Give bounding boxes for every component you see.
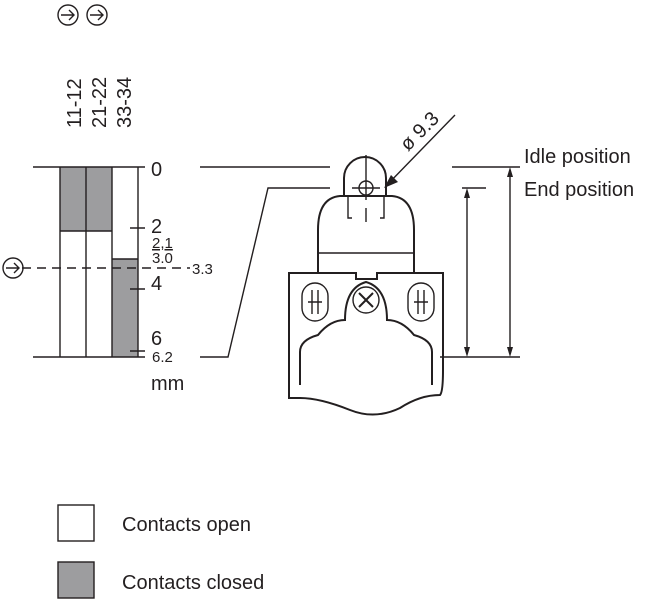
- idle-position-label: Idle position: [524, 146, 631, 168]
- mark-6-2: 6.2: [152, 349, 173, 366]
- bar-33-34-closed: [112, 259, 138, 357]
- contact-label: 11-12: [64, 78, 86, 128]
- contact-bars: [59, 167, 139, 357]
- legend-open-swatch: [57, 504, 95, 542]
- legend-closed-label: Contacts closed: [122, 572, 264, 594]
- legend-open-label: Contacts open: [122, 514, 251, 536]
- roller-diameter-label: ø 9.3: [396, 108, 444, 156]
- end-position-label: End position: [524, 179, 634, 201]
- forced-opening-icon: [86, 4, 108, 26]
- limit-switch-drawing: [288, 155, 444, 416]
- forced-opening-icon: [2, 257, 24, 279]
- unit-label: mm: [151, 373, 184, 395]
- tick-0: 0: [151, 159, 162, 181]
- end-line: [200, 187, 486, 358]
- contact-label: 21-22: [89, 77, 111, 128]
- mark-2-1: 2,1: [152, 235, 173, 252]
- tick-4: 4: [151, 273, 162, 295]
- scale-lines: [33, 166, 145, 358]
- mark-3-3: 3.3: [192, 261, 213, 278]
- bar-11-12-closed: [60, 167, 86, 231]
- tick-6: 6: [151, 328, 162, 350]
- contact-label: 33-34: [114, 77, 136, 128]
- mark-3-0: 3.0: [152, 250, 173, 267]
- legend-closed-swatch: [57, 561, 95, 599]
- forced-opening-icon: [57, 4, 79, 26]
- tick-2: 2: [151, 216, 162, 238]
- bar-21-22-closed: [86, 167, 112, 231]
